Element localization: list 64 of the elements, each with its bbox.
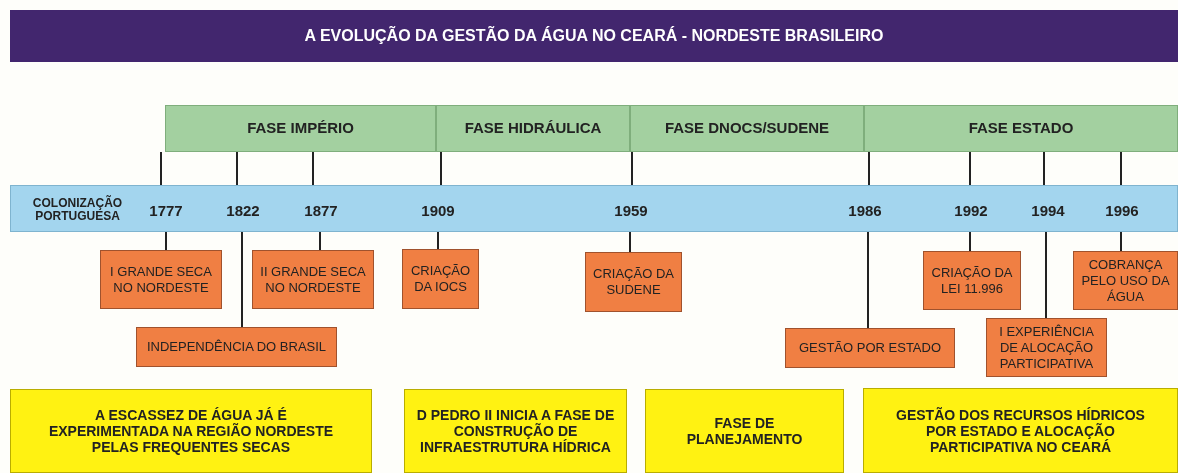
event-box (402, 249, 479, 309)
connector-line (969, 231, 971, 252)
year-label: 1996 (1105, 201, 1139, 222)
note-box (863, 388, 1178, 473)
note-box (645, 389, 844, 473)
year-label: 1994 (1031, 201, 1065, 222)
event-box (136, 327, 337, 367)
box-text: FASE HIDRÁULICA (464, 118, 602, 139)
box-text: I GRANDE SECA NO NORDESTE (109, 263, 213, 296)
connector-line (629, 231, 631, 253)
phase-bar (864, 105, 1178, 152)
year-label: 1986 (848, 201, 882, 222)
note-box (10, 389, 372, 473)
year-label: 1777 (149, 201, 183, 222)
connector-line (631, 151, 633, 186)
connector-line (969, 151, 971, 186)
box-text: GESTÃO DOS RECURSOS HÍDRICOS POR ESTADO E ALOCAÇÃO PARTICIPATIVA NO CEARÁ (895, 406, 1146, 455)
event-box (252, 250, 374, 309)
connector-line (165, 231, 167, 251)
box-text: A ESCASSEZ DE ÁGUA JÁ É EXPERIMENTADA NA REGIÃO NORDESTE PELAS FREQUENTES SECAS (47, 407, 335, 455)
box-text: CRIAÇÃO DA IOCS (409, 263, 472, 295)
box-text: GESTÃO POR ESTADO (798, 340, 942, 356)
connector-line (1120, 231, 1122, 252)
connector-line (867, 231, 869, 329)
box-text: FASE ESTADO (968, 118, 1074, 139)
connector-line (1120, 151, 1122, 186)
note-box (404, 389, 627, 473)
connector-line (319, 231, 321, 251)
connector-line (437, 231, 439, 250)
box-text: D PEDRO II INICIA A FASE DE CONSTRUÇÃO DE INFRAESTRUTURA HÍDRICA (415, 407, 616, 455)
box-text: INDEPENDÊNCIA DO BRASIL (146, 339, 327, 355)
connector-line (241, 231, 243, 328)
connector-line (868, 151, 870, 186)
connector-line (236, 151, 238, 186)
phase-bar (436, 105, 630, 152)
connector-line (440, 151, 442, 186)
connector-line (1045, 231, 1047, 319)
box-text: FASE DNOCS/SUDENE (664, 118, 830, 139)
connector-line (160, 151, 162, 186)
box-text: CRIAÇÃO DA LEI 11.996 (930, 264, 1014, 297)
box-text: COBRANÇA PELO USO DA ÁGUA (1080, 256, 1171, 305)
event-box (1073, 251, 1178, 310)
event-box (923, 251, 1021, 310)
box-text: FASE IMPÉRIO (247, 118, 354, 139)
connector-line (312, 151, 314, 186)
phase-bar (165, 105, 436, 152)
band-label: COLONIZAÇÃO PORTUGUESA (32, 196, 123, 223)
year-label: 1909 (421, 201, 455, 222)
event-box (986, 318, 1107, 377)
year-label: 1822 (226, 201, 260, 222)
year-label: 1877 (304, 201, 338, 222)
year-label: 1992 (954, 201, 988, 222)
phase-bar (630, 105, 864, 152)
timeline-band (10, 185, 1178, 232)
year-label: 1959 (614, 201, 648, 222)
title-bar: A EVOLUÇÃO DA GESTÃO DA ÁGUA NO CEARÁ - NORDESTE BRASILEIRO (10, 10, 1178, 62)
box-text: II GRANDE SECA NO NORDESTE (259, 263, 367, 296)
box-text: I EXPERIÊNCIA DE ALOCAÇÃO PARTICIPATIVA (998, 323, 1095, 372)
box-text: CRIAÇÃO DA SUDENE (592, 266, 675, 298)
event-box (785, 328, 955, 368)
event-box (100, 250, 222, 309)
connector-line (1043, 151, 1045, 186)
event-box (585, 252, 682, 312)
box-text: FASE DE PLANEJAMENTO (686, 415, 803, 447)
